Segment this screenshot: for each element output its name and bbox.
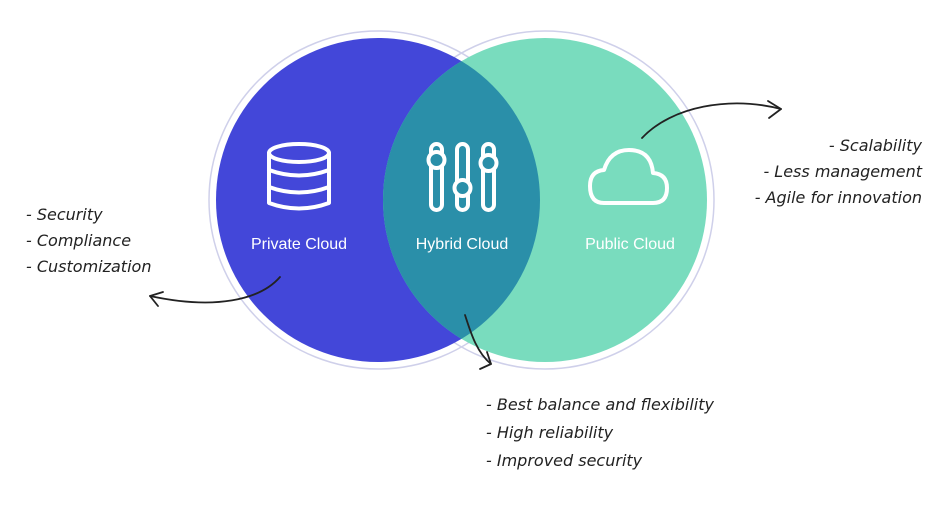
database-icon [267,142,331,211]
private-cloud-label: Private Cloud [251,236,347,253]
note-item: - Agile for innovation [755,188,922,207]
hybrid-cloud-notes: - Best balance and flexibility - High re… [486,395,715,470]
sliders-icon [426,142,499,212]
note-item: - Scalability [829,136,923,155]
public-cloud-label: Public Cloud [585,236,675,253]
hybrid-cloud-label: Hybrid Cloud [416,236,508,253]
note-item: - Customization [26,257,151,276]
arrow-hybrid [464,314,492,370]
note-item: - Compliance [26,231,131,250]
cloud-icon [588,148,669,205]
note-item: - Improved security [486,451,643,470]
arrow-public [641,100,782,139]
note-item: - High reliability [486,423,614,442]
hybrid-cloud-overlap [383,38,540,362]
note-item: - Less management [763,162,922,181]
public-cloud-notes: - Scalability - Less management - Agile … [755,136,923,207]
note-item: - Best balance and flexibility [486,395,715,414]
note-item: - Security [26,205,103,224]
private-cloud-notes: - Security - Compliance - Customization [26,205,151,276]
arrow-private [149,276,281,307]
